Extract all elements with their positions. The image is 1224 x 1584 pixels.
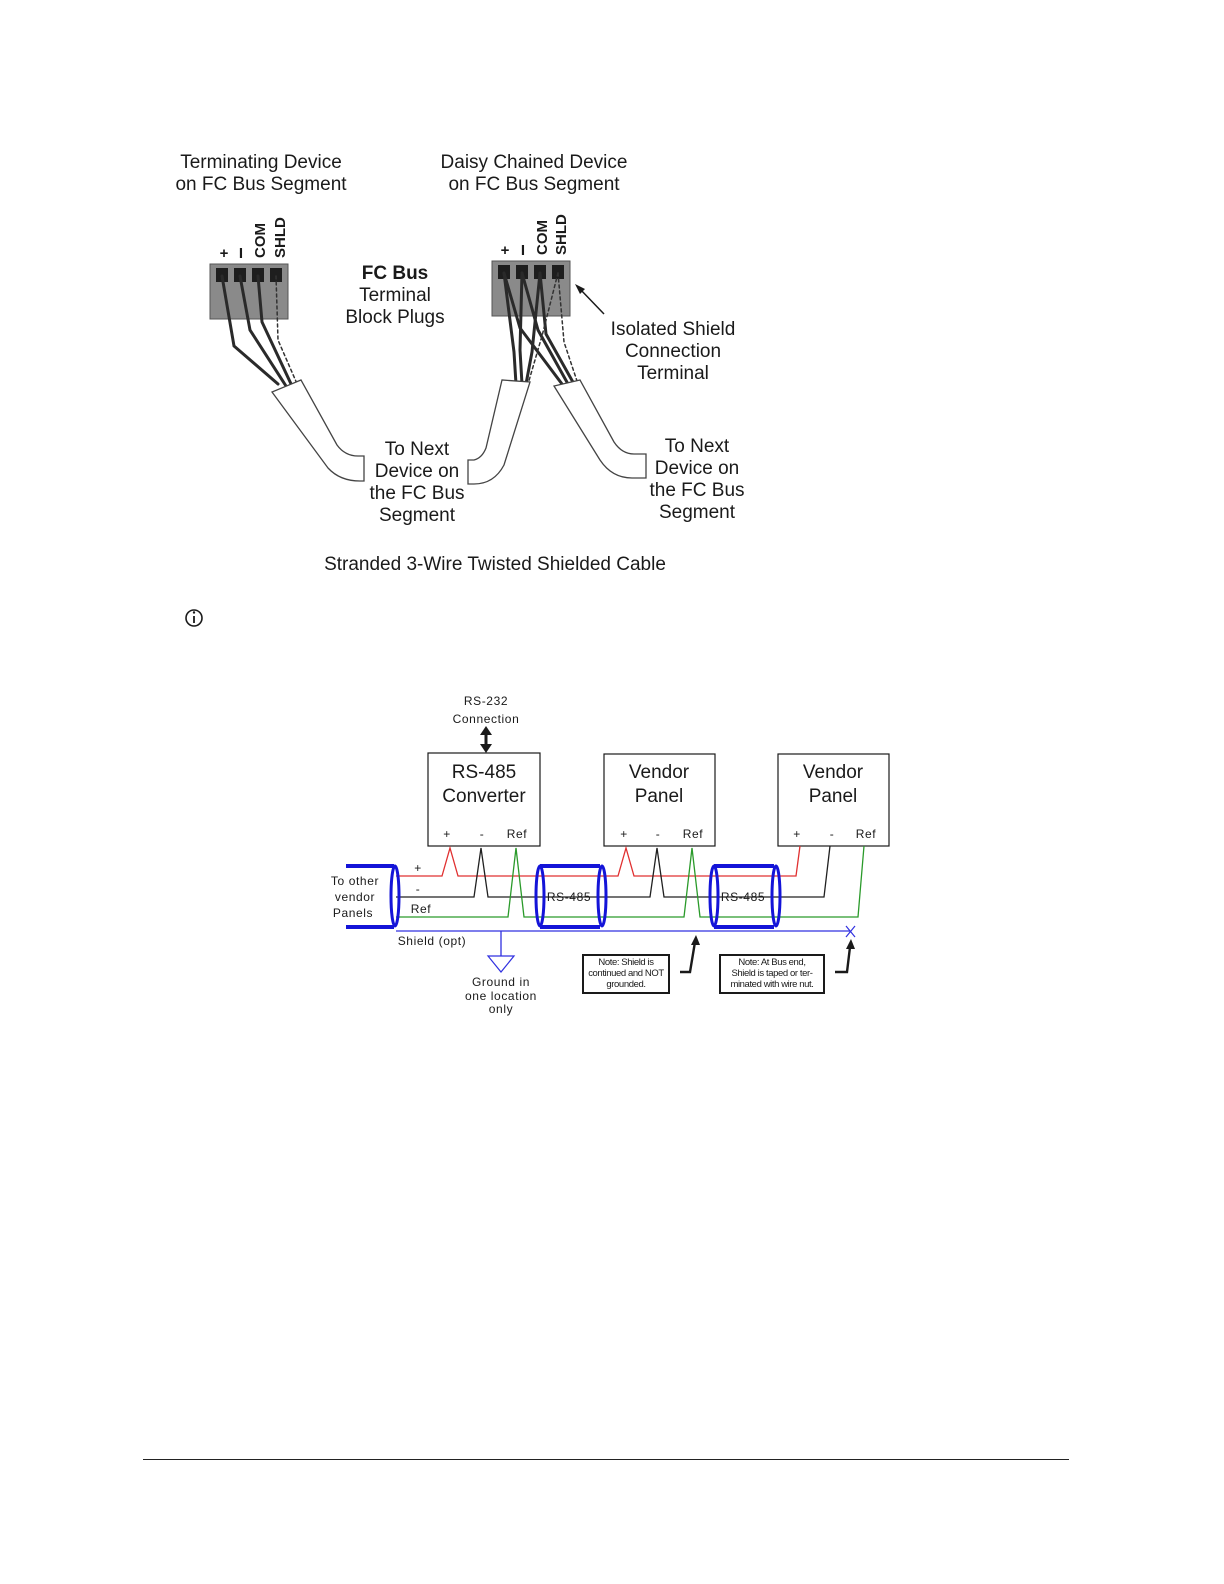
daisy-device-label-1: Daisy Chained Device: [441, 152, 628, 173]
cable-segments: [346, 864, 782, 929]
note2-arrow: [835, 939, 855, 974]
converter-label-2: Converter: [442, 786, 526, 807]
panel2-ref: Ref: [856, 827, 877, 841]
ground-label-2: one location: [465, 989, 537, 1003]
panel1-label-1: Vendor: [629, 762, 690, 783]
panel2-minus: -: [830, 827, 835, 841]
isolated-shield-label-3: Terminal: [637, 363, 709, 384]
left-pin-shld: SHLD: [272, 217, 289, 258]
cable-label-2: RS-485: [721, 890, 765, 904]
isolated-shield-label-1: Isolated Shield: [611, 319, 736, 340]
ground-symbol-icon: [486, 955, 516, 973]
isolated-shield-label-2: Connection: [625, 341, 721, 362]
rs232-double-arrow: [480, 726, 492, 753]
isolated-shield-arrow: [575, 284, 605, 315]
panel2-plus: +: [793, 827, 801, 841]
middle-cable-jacket: [467, 379, 531, 485]
left-pin-com: COM: [252, 223, 269, 258]
rs232-label-2: Connection: [453, 712, 520, 726]
right-pin-plus: +: [501, 242, 510, 259]
shield-label: Shield (opt): [398, 934, 467, 948]
terminating-device-label-2: on FC Bus Segment: [175, 174, 347, 195]
wire-plus-label: +: [414, 861, 422, 875]
note1-line-2: continued and NOT: [588, 968, 664, 979]
rs232-label-1: RS-232: [464, 694, 508, 708]
right-wires: [502, 271, 579, 386]
right-pin-minus: I: [521, 242, 525, 259]
converter-plus: +: [443, 827, 451, 841]
ground-label-3: only: [489, 1002, 513, 1016]
note-box-1: Note: Shield is continued and NOT ground…: [582, 954, 670, 994]
converter-ref: Ref: [507, 827, 528, 841]
panel1-label-2: Panel: [635, 786, 684, 807]
panel1-minus: -: [656, 827, 661, 841]
left-terminal-block: [209, 263, 289, 320]
left-wires: [220, 274, 299, 388]
wire-ref-label: Ref: [411, 902, 432, 916]
note2-line-3: minated with wire nut.: [730, 979, 813, 990]
rs485-converter-box: RS-485 Converter + - Ref: [427, 752, 541, 847]
to-other-label-2: vendor: [335, 890, 375, 904]
terminating-device-label-1: Terminating Device: [180, 152, 342, 173]
shield-end-x: [845, 925, 856, 938]
panel2-label-2: Panel: [809, 786, 858, 807]
fc-bus-label: FC Bus: [362, 263, 429, 284]
right-pin-com: COM: [534, 220, 551, 255]
vendor-panel-box-2: Vendor Panel + - Ref: [777, 753, 890, 847]
to-other-label-3: Panels: [333, 906, 373, 920]
left-pin-plus: +: [220, 245, 229, 262]
right-cable-jacket: [552, 379, 647, 479]
to-next-right-4: Segment: [659, 502, 736, 523]
left-cable-jacket: [270, 379, 365, 482]
cable-label-1: RS-485: [547, 890, 591, 904]
converter-minus: -: [480, 827, 485, 841]
note-box-2: Note: At Bus end, Shield is taped or ter…: [719, 954, 825, 994]
wire-minus-label: -: [416, 882, 421, 896]
panel1-plus: +: [620, 827, 628, 841]
converter-label-1: RS-485: [452, 762, 516, 783]
daisy-device-label-2: on FC Bus Segment: [448, 174, 620, 195]
note2-line-2: Shield is taped or ter-: [731, 968, 812, 979]
info-circle-icon: [185, 609, 203, 627]
to-next-left-1: To Next: [385, 439, 450, 460]
to-next-left-2: Device on: [375, 461, 460, 482]
terminal-label: Terminal: [359, 285, 431, 306]
to-other-label-1: To other: [331, 874, 379, 888]
note1-line-3: grounded.: [606, 979, 645, 990]
left-pin-minus: I: [239, 245, 243, 262]
to-next-right-1: To Next: [665, 436, 730, 457]
to-next-left-3: the FC Bus: [369, 483, 464, 504]
figure-rs485-wiring: RS-232 Connection RS-485 Converter + - R…: [331, 694, 890, 1016]
vendor-panel-box-1: Vendor Panel + - Ref: [603, 753, 716, 847]
block-plugs-label: Block Plugs: [345, 307, 444, 328]
footer-rule: [143, 1459, 1069, 1460]
right-pin-shld: SHLD: [553, 214, 570, 255]
ground-label-1: Ground in: [472, 975, 530, 989]
to-next-right-2: Device on: [655, 458, 740, 479]
wire-ref: [396, 845, 865, 918]
note2-line-1: Note: At Bus end,: [738, 957, 805, 968]
note1-line-1: Note: Shield is: [598, 957, 654, 968]
panel2-label-1: Vendor: [803, 762, 864, 783]
to-next-right-3: the FC Bus: [649, 480, 744, 501]
to-next-left-4: Segment: [379, 505, 456, 526]
figure-fc-bus-wiring: Terminating Device on FC Bus Segment Dai…: [175, 152, 744, 575]
wire-plus: [396, 845, 801, 877]
figure-1-caption: Stranded 3-Wire Twisted Shielded Cable: [324, 554, 666, 575]
panel1-ref: Ref: [683, 827, 704, 841]
note1-arrow: [680, 935, 700, 974]
